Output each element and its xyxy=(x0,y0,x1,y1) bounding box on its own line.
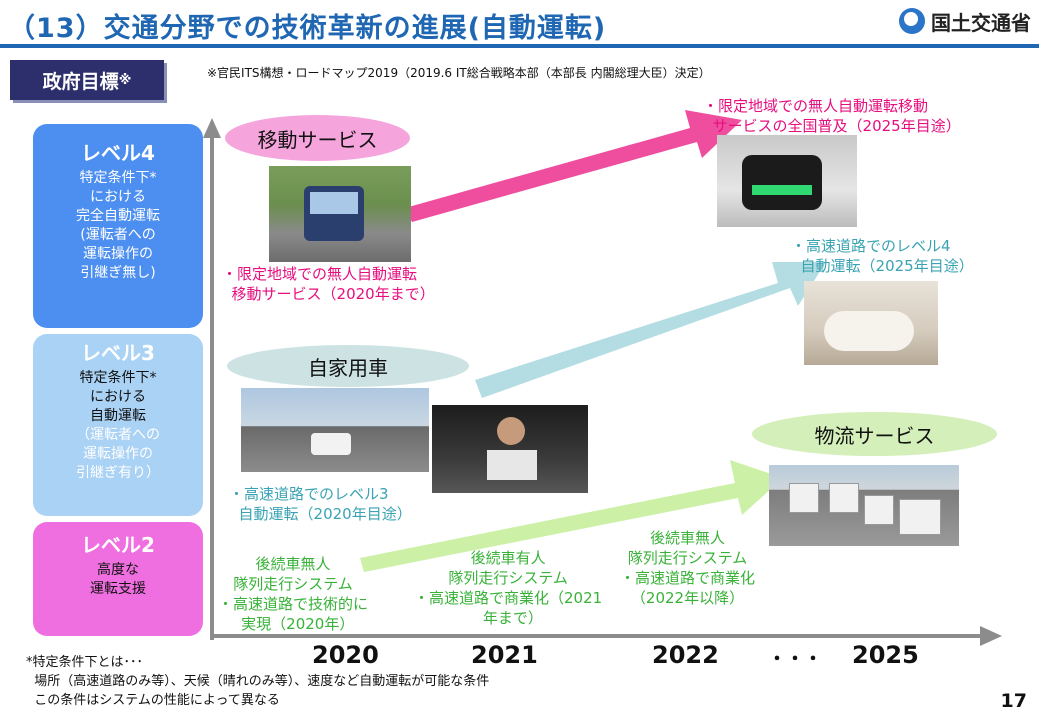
car-interior-photo xyxy=(804,281,938,365)
level4-title: レベル4 xyxy=(81,141,155,165)
private-2025-label: ・高速道路でのレベル4 自動運転（2025年目途） xyxy=(791,237,974,275)
logistics-2020-label: 後続車無人 隊列走行システム ・高速道路で技術的に 実現（2020年） xyxy=(218,555,369,633)
private-car-oval: 自家用車 xyxy=(227,345,469,387)
level4-body: 特定条件下* における 完全自動運転 (運転者への 運転操作の 引継ぎ無し) xyxy=(33,169,203,283)
logistics-service-oval: 物流サービス xyxy=(752,412,997,456)
level3-line: 特定条件下* xyxy=(79,370,157,386)
truck-platoon-photo xyxy=(769,465,959,546)
y-axis xyxy=(210,135,214,640)
year-ellipsis: ・・・ xyxy=(768,649,822,670)
level3-title: レベル3 xyxy=(81,341,155,365)
level3-subline: 引継ぎ有り） xyxy=(76,465,160,481)
level2-box: レベル2 高度な 運転支援 xyxy=(33,522,203,636)
private-2020-label: ・高速道路でのレベル3 自動運転（2020年目途） xyxy=(229,485,412,523)
page-number: 17 xyxy=(1000,690,1027,712)
footnote: *特定条件下とは･･･ 場所（高速道路のみ等）、天候（晴れのみ等）、速度など自動… xyxy=(26,655,490,708)
level2-title: レベル2 xyxy=(81,533,155,557)
highway-photo xyxy=(241,388,429,472)
mobility-arrow xyxy=(405,110,742,222)
gov-target-badge: 政府目標※ xyxy=(10,60,164,100)
page-title: （13）交通分野での技術革新の進展(自動運転) xyxy=(8,13,607,44)
level2-line: 運転支援 xyxy=(90,581,146,597)
logistics-2022-label: 後続車無人 隊列走行システム ・高速道路で商業化 （2022年以降） xyxy=(620,529,756,607)
y-axis-arrow xyxy=(203,118,221,138)
logistics-2021-label: 後続車有人 隊列走行システム ・高速道路で商業化（2021 年まで） xyxy=(414,549,603,627)
level2-line: 高度な xyxy=(97,562,139,578)
level3-box: レベル3 特定条件下* における 自動運転 （運転者への 運転操作の 引継ぎ有り… xyxy=(33,334,203,516)
level3-subline: （運転者への xyxy=(76,427,160,443)
ministry-name: 国土交通省 xyxy=(931,10,1031,35)
x-axis-arrow xyxy=(980,626,1002,646)
level3-line: 自動運転 xyxy=(90,408,146,424)
year-label: 2022 xyxy=(652,641,719,669)
year-label: 2021 xyxy=(471,641,538,669)
mobility-service-oval: 移動サービス xyxy=(225,115,410,161)
x-axis xyxy=(210,634,982,638)
header-divider xyxy=(0,44,1039,48)
gov-target-label: 政府目標 xyxy=(42,70,119,93)
private-car-arrow xyxy=(475,262,826,398)
level4-line: における xyxy=(90,189,146,205)
ministry-logo: 国土交通省 xyxy=(899,4,1031,38)
mobility-2020-label: ・限定地域での無人自動運転 移動サービス（2020年まで） xyxy=(222,265,435,303)
year-label: 2020 xyxy=(312,641,379,669)
driver-photo xyxy=(432,405,588,493)
level3-line: における xyxy=(90,389,146,405)
level4-line: 特定条件下* xyxy=(79,170,157,186)
level4-box: レベル4 特定条件下* における 完全自動運転 (運転者への 運転操作の 引継ぎ… xyxy=(33,124,203,328)
level4-subline: 引継ぎ無し) xyxy=(80,265,156,281)
shuttle-photo xyxy=(269,166,411,262)
logistics-arrow xyxy=(360,460,783,572)
level4-subline: (運転者への xyxy=(80,227,156,243)
mobility-2025-label: ・限定地域での無人自動運転移動 サービスの全国普及（2025年目途） xyxy=(703,97,961,135)
level3-subline: 運転操作の xyxy=(83,446,153,462)
year-label: 2025 xyxy=(852,641,919,669)
source-note: ※官民ITS構想・ロードマップ2019（2019.6 IT総合戦略本部（本部長 … xyxy=(207,66,711,80)
ministry-emblem-icon xyxy=(899,8,925,34)
gov-target-mark: ※ xyxy=(118,72,132,88)
level4-subline: 運転操作の xyxy=(83,246,153,262)
autonomous-bus-photo xyxy=(717,135,857,227)
level4-line: 完全自動運転 xyxy=(76,208,160,224)
